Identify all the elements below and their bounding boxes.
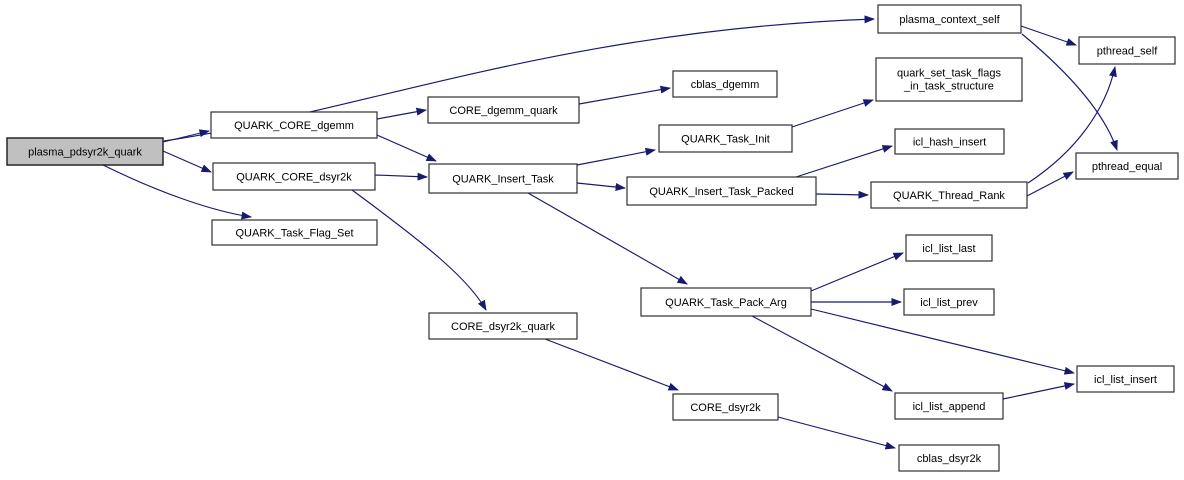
node-box bbox=[875, 57, 1023, 102]
edge-QUARK_Insert_Task-to-QUARK_Insert_Task_Packed bbox=[576, 182, 626, 191]
node-box bbox=[903, 288, 995, 316]
edge-QUARK_Task_Init-to-quark_set_task_flags_in_task_structure bbox=[791, 99, 874, 128]
node-label: cblas_dgemm bbox=[691, 79, 759, 91]
edge-plasma_context_self-to-pthread_self bbox=[1020, 25, 1077, 46]
node-box bbox=[626, 176, 817, 206]
node-CORE_dgemm_quark[interactable]: CORE_dgemm_quark bbox=[427, 96, 580, 124]
edge-QUARK_CORE_dgemm-to-QUARK_Insert_Task bbox=[376, 134, 437, 162]
node-label: QUARK_CORE_dsyr2k bbox=[236, 172, 352, 184]
node-box bbox=[428, 312, 578, 340]
node-label: icl_hash_insert bbox=[913, 137, 986, 149]
node-QUARK_Insert_Task[interactable]: QUARK_Insert_Task bbox=[428, 163, 578, 194]
edge-QUARK_Insert_Task-to-QUARK_Task_Init bbox=[576, 147, 656, 166]
node-icl_list_insert[interactable]: icl_list_insert bbox=[1076, 365, 1175, 393]
edge-plasma_pdsyr2k_quark-to-QUARK_CORE_dsyr2k bbox=[162, 150, 212, 173]
node-label: plasma_context_self bbox=[899, 14, 1000, 26]
node-box bbox=[428, 163, 578, 194]
node-box bbox=[1078, 36, 1176, 65]
edge-QUARK_Task_Pack_Arg-to-icl_list_last bbox=[810, 252, 904, 292]
node-box bbox=[427, 96, 580, 124]
edge-CORE_dgemm_quark-to-cblas_dgemm bbox=[578, 85, 671, 105]
node-QUARK_Thread_Rank[interactable]: QUARK_Thread_Rank bbox=[870, 181, 1028, 209]
node-box bbox=[658, 124, 793, 153]
node-label: QUARK_CORE_dgemm bbox=[234, 120, 354, 132]
edge-icl_list_append-to-icl_list_insert bbox=[1002, 382, 1075, 400]
node-label: pthread_equal bbox=[1092, 161, 1162, 173]
node-label: CORE_dsyr2k_quark bbox=[451, 321, 555, 333]
node-label: quark_set_task_flags_in_task_structure bbox=[897, 68, 1001, 93]
node-CORE_dsyr2k_quark[interactable]: CORE_dsyr2k_quark bbox=[428, 312, 578, 340]
node-QUARK_CORE_dsyr2k[interactable]: QUARK_CORE_dsyr2k bbox=[212, 162, 376, 191]
nodes-layer: plasma_pdsyr2k_quark QUARK_CORE_dgemmQUAR… bbox=[6, 4, 1179, 472]
node-label: icl_list_insert bbox=[1094, 374, 1157, 386]
node-box bbox=[210, 111, 378, 139]
edge-QUARK_Insert_Task_Packed-to-icl_hash_insert bbox=[795, 145, 893, 178]
node-label: icl_list_prev bbox=[920, 297, 978, 309]
node-box bbox=[894, 392, 1004, 420]
node-pthread_equal[interactable]: pthread_equal bbox=[1075, 152, 1179, 180]
node-QUARK_CORE_dgemm[interactable]: QUARK_CORE_dgemm bbox=[210, 111, 378, 139]
node-QUARK_Task_Pack_Arg[interactable]: QUARK_Task_Pack_Arg bbox=[640, 287, 812, 317]
node-label: QUARK_Insert_Task bbox=[452, 174, 554, 186]
node-label: pthread_self bbox=[1097, 46, 1158, 58]
node-label-line: quark_set_task_flags bbox=[897, 68, 1001, 80]
node-box bbox=[1075, 152, 1179, 180]
edge-plasma_pdsyr2k_quark-to-QUARK_Task_Flag_Set bbox=[102, 164, 252, 220]
edge-CORE_dsyr2k_quark-to-CORE_dsyr2k bbox=[544, 338, 679, 391]
node-box bbox=[640, 287, 812, 317]
node-icl_list_append[interactable]: icl_list_append bbox=[894, 392, 1004, 420]
node-plasma_pdsyr2k_quark[interactable]: plasma_pdsyr2k_quark bbox=[6, 137, 164, 166]
node-box bbox=[672, 393, 779, 421]
node-label: QUARK_Insert_Task_Packed bbox=[649, 186, 793, 198]
node-cblas_dsyr2k[interactable]: cblas_dsyr2k bbox=[898, 444, 1000, 472]
node-QUARK_Task_Init[interactable]: QUARK_Task_Init bbox=[658, 124, 793, 153]
node-QUARK_Insert_Task_Packed[interactable]: QUARK_Insert_Task_Packed bbox=[626, 176, 817, 206]
node-QUARK_Task_Flag_Set[interactable]: QUARK_Task_Flag_Set bbox=[211, 219, 378, 246]
node-plasma_context_self[interactable]: plasma_context_self bbox=[877, 4, 1022, 34]
node-quark_set_task_flags_in_task_structure[interactable]: quark_set_task_flags_in_task_structure bbox=[875, 57, 1023, 102]
node-icl_list_prev[interactable]: icl_list_prev bbox=[903, 288, 995, 316]
node-label: icl_list_append bbox=[913, 401, 986, 413]
edge-QUARK_Insert_Task_Packed-to-QUARK_Thread_Rank bbox=[815, 190, 869, 199]
node-CORE_dsyr2k[interactable]: CORE_dsyr2k bbox=[672, 393, 779, 421]
node-label: QUARK_Thread_Rank bbox=[893, 190, 1005, 202]
node-label: QUARK_Task_Init bbox=[681, 134, 770, 146]
edge-QUARK_Thread_Rank-to-pthread_equal bbox=[1026, 171, 1074, 197]
edge-QUARK_CORE_dgemm-to-CORE_dgemm_quark bbox=[376, 107, 427, 120]
node-pthread_self[interactable]: pthread_self bbox=[1078, 36, 1176, 65]
edge-plasma_pdsyr2k_quark-to-QUARK_CORE_dgemm bbox=[162, 129, 210, 143]
node-box bbox=[212, 162, 376, 191]
node-box bbox=[898, 444, 1000, 472]
node-box bbox=[894, 128, 1005, 155]
node-label: cblas_dsyr2k bbox=[917, 453, 982, 465]
edge-plasma_context_self-to-pthread_equal bbox=[1021, 33, 1118, 151]
edge-QUARK_CORE_dsyr2k-to-CORE_dsyr2k_quark bbox=[351, 189, 487, 311]
node-label: plasma_pdsyr2k_quark bbox=[28, 147, 142, 159]
node-box bbox=[1076, 365, 1175, 393]
node-label: QUARK_Task_Flag_Set bbox=[236, 228, 354, 240]
node-label: CORE_dgemm_quark bbox=[449, 105, 558, 117]
edge-QUARK_Insert_Task-to-QUARK_Task_Pack_Arg bbox=[527, 192, 688, 285]
node-label-line: _in_task_structure bbox=[903, 81, 994, 93]
edges-layer bbox=[102, 15, 1118, 450]
node-box bbox=[672, 70, 778, 98]
edge-QUARK_Thread_Rank-to-pthread_self bbox=[1027, 66, 1117, 184]
node-box bbox=[905, 234, 993, 262]
edge-QUARK_Task_Pack_Arg-to-icl_list_append bbox=[751, 315, 893, 392]
node-label: CORE_dsyr2k bbox=[690, 402, 761, 414]
node-icl_list_last[interactable]: icl_list_last bbox=[905, 234, 993, 262]
node-label: QUARK_Task_Pack_Arg bbox=[665, 297, 787, 309]
node-cblas_dgemm[interactable]: cblas_dgemm bbox=[672, 70, 778, 98]
edge-QUARK_CORE_dsyr2k-to-QUARK_Insert_Task bbox=[374, 172, 428, 181]
node-box-highlighted bbox=[6, 137, 164, 166]
node-icl_hash_insert[interactable]: icl_hash_insert bbox=[894, 128, 1005, 155]
edge-QUARK_Task_Pack_Arg-to-icl_list_insert bbox=[810, 308, 1075, 375]
node-box bbox=[877, 4, 1022, 34]
edge-CORE_dsyr2k-to-cblas_dsyr2k bbox=[777, 416, 896, 450]
node-label: icl_list_last bbox=[922, 243, 975, 255]
node-box bbox=[870, 181, 1028, 209]
node-box bbox=[211, 219, 378, 246]
